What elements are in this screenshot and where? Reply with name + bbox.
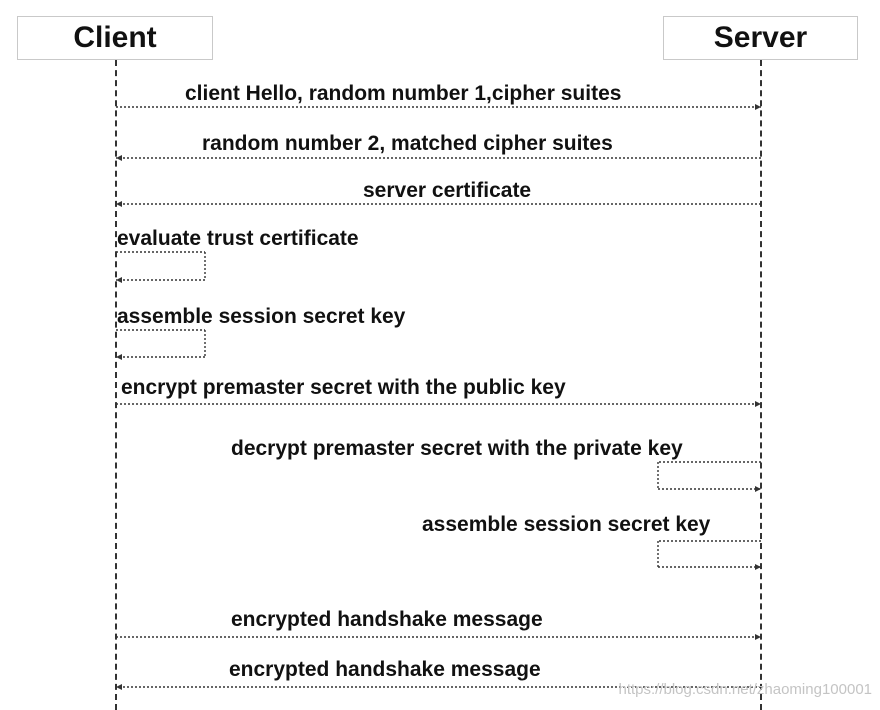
message-label-client-assemble-key: assemble session secret key [117, 305, 406, 328]
arrowhead [755, 104, 761, 110]
arrowhead [116, 354, 122, 360]
arrowhead [116, 155, 122, 161]
arrowhead [755, 564, 761, 570]
message-label-server-assemble-key: assemble session secret key [422, 513, 711, 536]
message-label-server-hello: random number 2, matched cipher suites [202, 132, 613, 155]
message-label-encrypt-premaster: encrypt premaster secret with the public… [121, 376, 566, 399]
arrowhead [116, 684, 122, 690]
message-label-encrypted-handshake-2: encrypted handshake message [229, 658, 541, 681]
arrowhead [116, 277, 122, 283]
message-label-decrypt-premaster: decrypt premaster secret with the privat… [231, 437, 683, 460]
arrowhead [755, 401, 761, 407]
message-label-evaluate-trust: evaluate trust certificate [117, 227, 359, 250]
message-label-client-hello: client Hello, random number 1,cipher sui… [185, 82, 622, 105]
participant-server: Server [663, 16, 858, 60]
arrowhead [755, 634, 761, 640]
arrowhead [755, 486, 761, 492]
participant-client: Client [17, 16, 213, 60]
arrowhead [116, 201, 122, 207]
watermark: https://blog.csdn.net/zhaoming100001 [618, 681, 872, 698]
lifeline-server [760, 60, 762, 710]
lifeline-client [115, 60, 117, 710]
message-label-server-certificate: server certificate [363, 179, 532, 202]
message-label-encrypted-handshake-1: encrypted handshake message [231, 608, 543, 631]
